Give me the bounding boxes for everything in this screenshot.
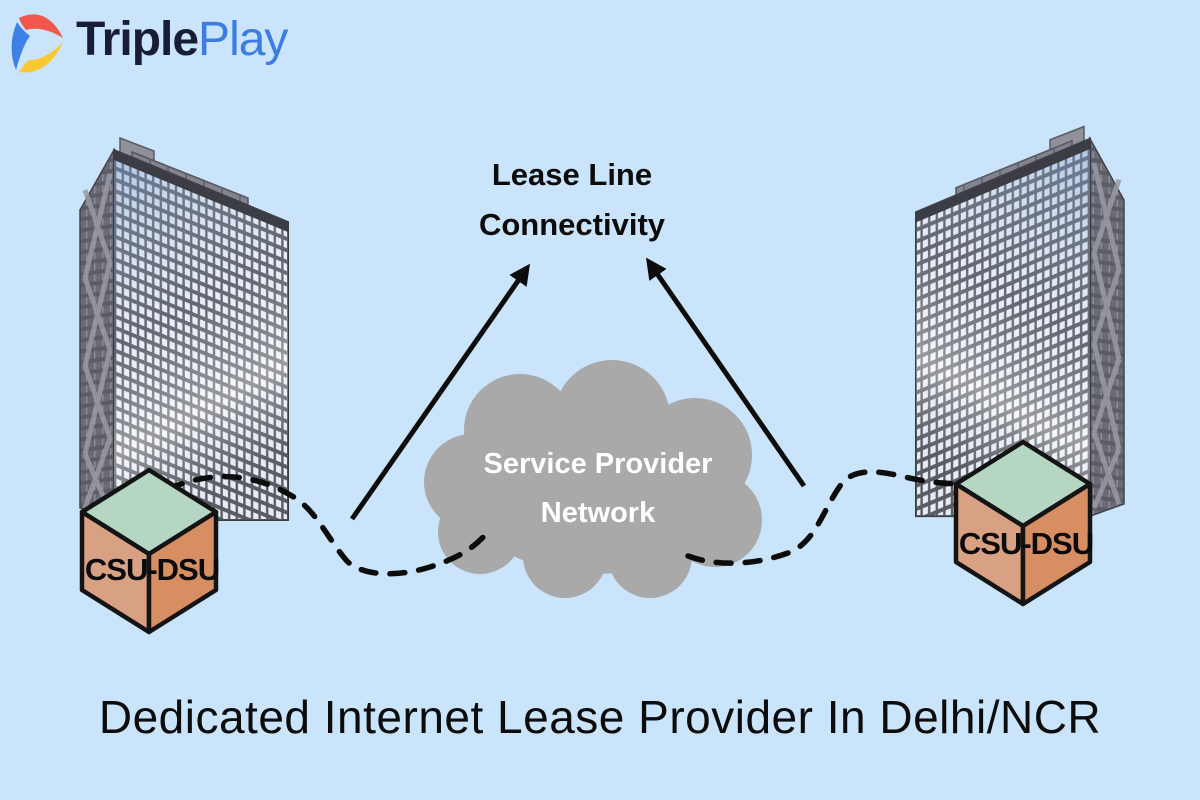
heading-line1: Lease Line [491, 157, 653, 192]
heading-line2: Connectivity [478, 207, 666, 242]
brand-name-primary: Triple [76, 13, 199, 66]
tripleplay-pinwheel-icon [11, 14, 63, 73]
tripleplay-wordmark: TriplePlay [76, 10, 288, 70]
service-provider-cloud [424, 360, 762, 598]
lease-line-connectivity-heading: Lease Line Connectivity [432, 150, 712, 250]
cloud-label-line1: Service Provider [483, 448, 713, 480]
csu-dsu-label-right: CSU-DSU [958, 526, 1094, 561]
office-building-left [80, 138, 288, 520]
cloud-label-line2: Network [540, 497, 656, 529]
brand-name-secondary: Play [198, 13, 288, 66]
service-provider-network-label: Service Provider Network [448, 440, 748, 538]
tripleplay-logo: TriplePlay [6, 8, 288, 74]
page-title: Dedicated Internet Lease Provider In Del… [98, 691, 1102, 743]
csu-dsu-label-left: CSU-DSU [84, 552, 220, 587]
arrow-left-to-lease-line [349, 263, 531, 521]
dashed-link-right [685, 469, 961, 566]
dashed-link-left [165, 473, 489, 577]
arrow-right-to-lease-line [646, 257, 807, 488]
